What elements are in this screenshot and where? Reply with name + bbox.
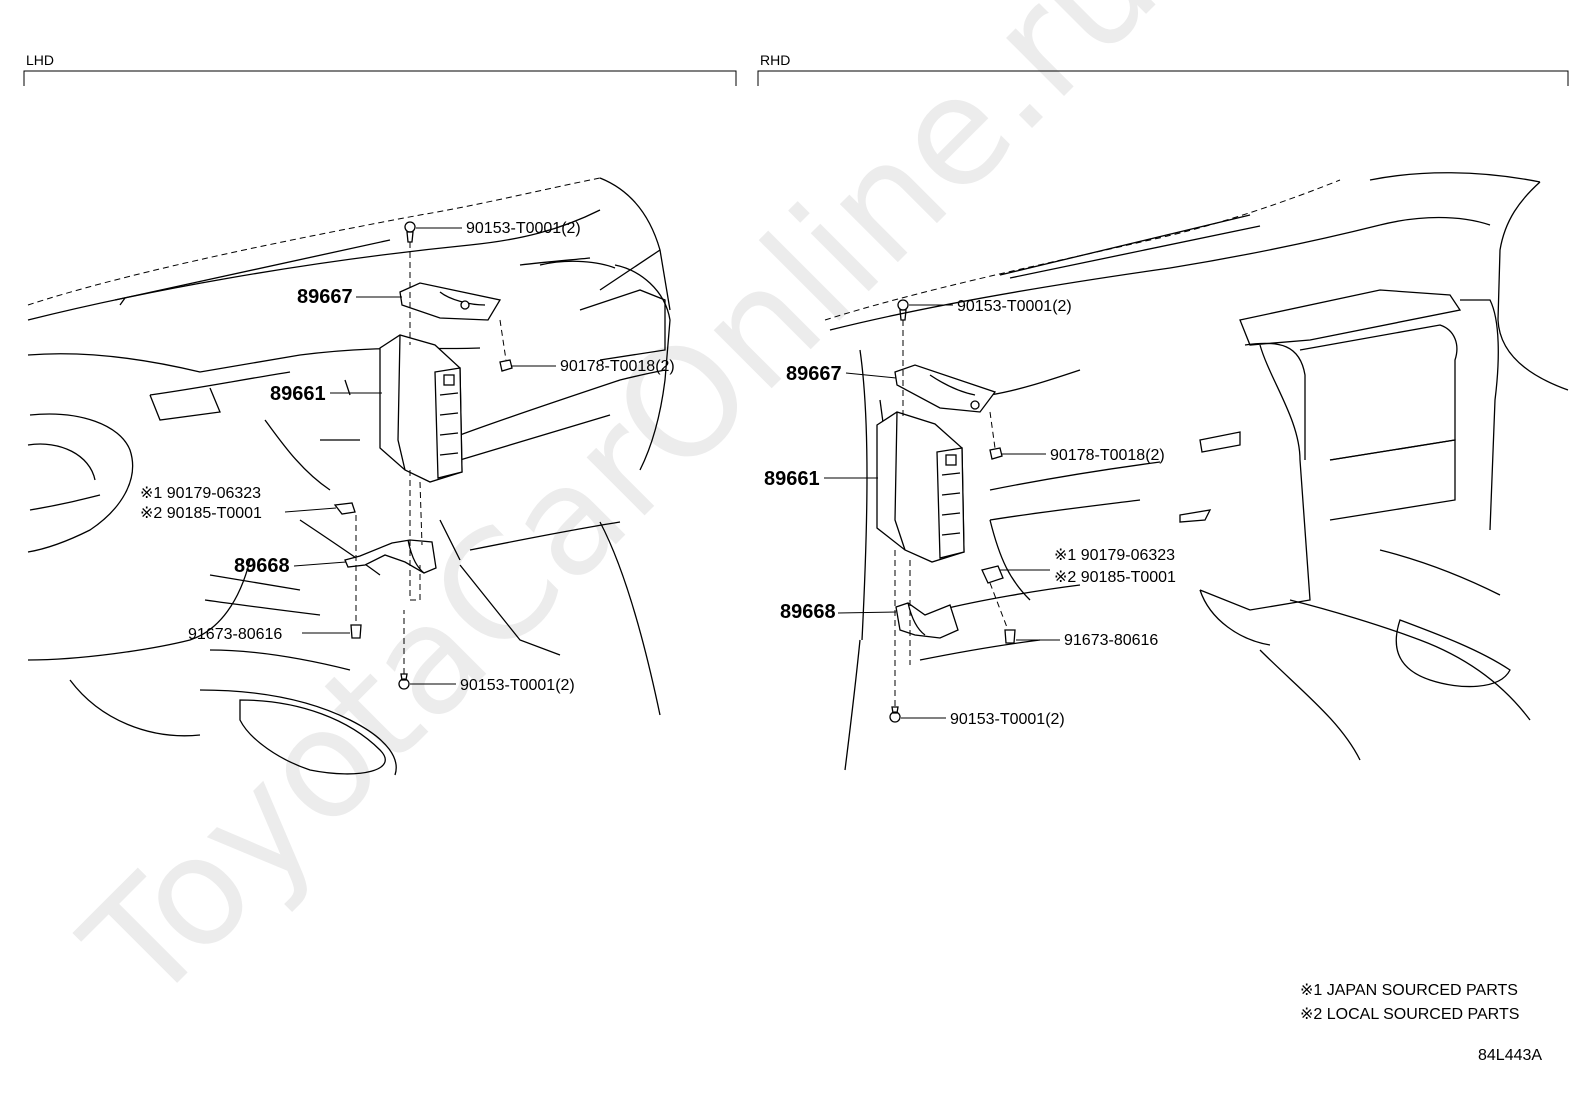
rhd-label-bolt[interactable]: 91673-80616 xyxy=(1064,632,1158,649)
legend-note-japan: ※1 JAPAN SOURCED PARTS xyxy=(1300,982,1518,999)
rhd-label-screw-top[interactable]: 90153-T0001(2) xyxy=(957,298,1072,315)
rhd-bracket-upper-icon xyxy=(894,364,997,413)
lhd-nut-icon xyxy=(499,359,513,372)
rhd-clip-icon xyxy=(981,565,1004,584)
rhd-dashboard-drawing xyxy=(824,172,1569,771)
lhd-leaders xyxy=(284,227,556,685)
lhd-parts xyxy=(333,221,513,690)
lhd-label-bracket-upper[interactable]: 89667 xyxy=(297,286,353,308)
lhd-label-screw-bottom[interactable]: 90153-T0001(2) xyxy=(460,677,575,694)
lhd-dashboard-drawing xyxy=(27,177,671,776)
rhd-label-clip-japan[interactable]: ※1 90179-06323 xyxy=(1054,547,1175,564)
rhd-label-ecu[interactable]: 89661 xyxy=(764,468,820,490)
lhd-bracket-upper-icon xyxy=(399,282,502,321)
legend-note-local: ※2 LOCAL SOURCED PARTS xyxy=(1300,1006,1519,1023)
lhd-screw-bottom-icon xyxy=(398,673,410,690)
rhd-label-nut[interactable]: 90178-T0018(2) xyxy=(1050,447,1165,464)
legend: ※1 JAPAN SOURCED PARTS ※2 LOCAL SOURCED … xyxy=(1300,982,1519,1023)
lhd-bracket-lower-icon xyxy=(344,539,437,574)
rhd-label-bracket-upper[interactable]: 89667 xyxy=(786,363,842,385)
rhd-bolt-icon xyxy=(1004,629,1016,644)
rhd-parts xyxy=(876,299,1016,723)
rhd-labels: 90153-T0001(2) 89667 90178-T0018(2) 8966… xyxy=(764,298,1176,728)
rhd-screw-top-icon xyxy=(897,299,909,321)
lhd-label-ecu[interactable]: 89661 xyxy=(270,383,326,405)
lhd-label-bracket-lower[interactable]: 89668 xyxy=(234,555,290,577)
lhd-labels: 90153-T0001(2) 89667 90178-T0018(2) 8966… xyxy=(140,220,675,694)
lhd-ecu-icon xyxy=(379,334,463,483)
lhd-clip-icon xyxy=(333,502,356,515)
lhd-label-nut[interactable]: 90178-T0018(2) xyxy=(560,358,675,375)
rhd-leaders xyxy=(824,304,1060,719)
lhd-label-bolt[interactable]: 91673-80616 xyxy=(188,626,282,643)
lhd-label-clip-japan[interactable]: ※1 90179-06323 xyxy=(140,485,261,502)
lhd-label-clip-local[interactable]: ※2 90185-T0001 xyxy=(140,505,262,522)
rhd-ecu-icon xyxy=(876,411,965,563)
section-rhd-bracket: RHD xyxy=(757,52,1569,86)
lhd-screw-top-icon xyxy=(404,221,416,243)
lhd-label-screw-top[interactable]: 90153-T0001(2) xyxy=(466,220,581,237)
section-lhd-bracket: LHD xyxy=(23,52,737,86)
rhd-label-clip-local[interactable]: ※2 90185-T0001 xyxy=(1054,569,1176,586)
rhd-bracket-lower-icon xyxy=(895,602,959,639)
figure-code: 84L443A xyxy=(1478,1047,1542,1064)
rhd-label-bracket-lower[interactable]: 89668 xyxy=(780,601,836,623)
section-lhd-label: LHD xyxy=(26,52,54,68)
rhd-label-screw-bottom[interactable]: 90153-T0001(2) xyxy=(950,711,1065,728)
lhd-bolt-icon xyxy=(350,624,362,639)
rhd-nut-icon xyxy=(989,447,1003,460)
section-rhd-label: RHD xyxy=(760,52,790,68)
rhd-screw-bottom-icon xyxy=(889,706,901,723)
